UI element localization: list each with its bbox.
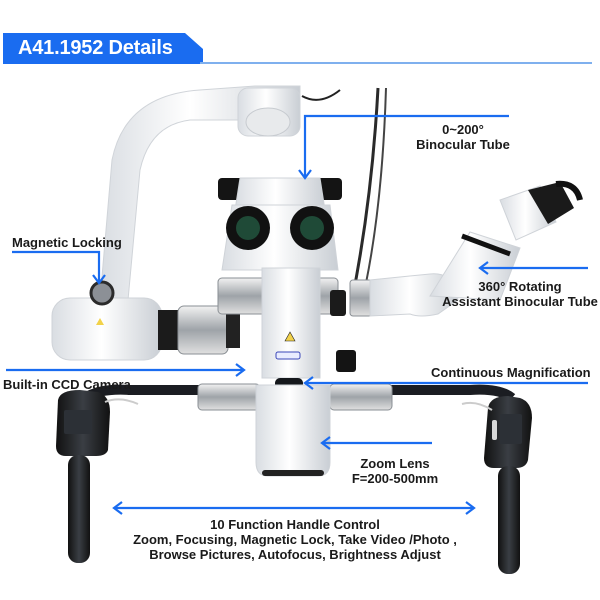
assistant-tube-rotation: 360° Rotating — [478, 279, 562, 294]
callout-continuous-magnification: Continuous Magnification — [431, 365, 591, 380]
left-handle — [56, 390, 139, 563]
assistant-tube-label: Assistant Binocular Tube — [442, 294, 598, 309]
magnetic-lock-knob — [89, 280, 115, 306]
page-title: A41.1952 Details — [18, 37, 173, 59]
callout-arrows — [6, 114, 588, 515]
callout-zoom-lens: Zoom Lens F=200-500mm — [340, 456, 450, 486]
magnetic-locking-label: Magnetic Locking — [12, 235, 122, 250]
callout-handle-control: 10 Function Handle Control Zoom, Focusin… — [120, 517, 470, 562]
callout-assistant-tube: 360° Rotating Assistant Binocular Tube — [440, 279, 600, 309]
assistant-binocular-tube — [349, 180, 583, 317]
continuous-magnification-label: Continuous Magnification — [431, 365, 591, 380]
right-handle — [461, 396, 532, 574]
callout-binocular-tube: 0~200° Binocular Tube — [408, 122, 518, 152]
callout-magnetic-locking: Magnetic Locking — [12, 235, 122, 250]
handle-control-functions-1: Zoom, Focusing, Magnetic Lock, Take Vide… — [133, 532, 457, 547]
binocular-tube-angle: 0~200° — [442, 122, 484, 137]
header-divider — [200, 62, 592, 64]
header-tab — [3, 33, 203, 64]
binocular-tube-label: Binocular Tube — [416, 137, 510, 152]
binocular-head — [218, 177, 342, 271]
light-source-housing — [51, 297, 240, 361]
optics-body — [217, 267, 356, 389]
handle-control-title: 10 Function Handle Control — [210, 517, 380, 532]
zoom-lens-label: Zoom Lens — [360, 456, 430, 471]
zoom-lens-focal-length: F=200-500mm — [351, 471, 439, 486]
callout-ccd-camera: Built-in CCD Camera — [3, 377, 131, 392]
support-arm — [99, 85, 341, 301]
handle-control-functions-2: Browse Pictures, Autofocus, Brightness A… — [149, 547, 441, 562]
ccd-camera-label: Built-in CCD Camera — [3, 377, 131, 392]
